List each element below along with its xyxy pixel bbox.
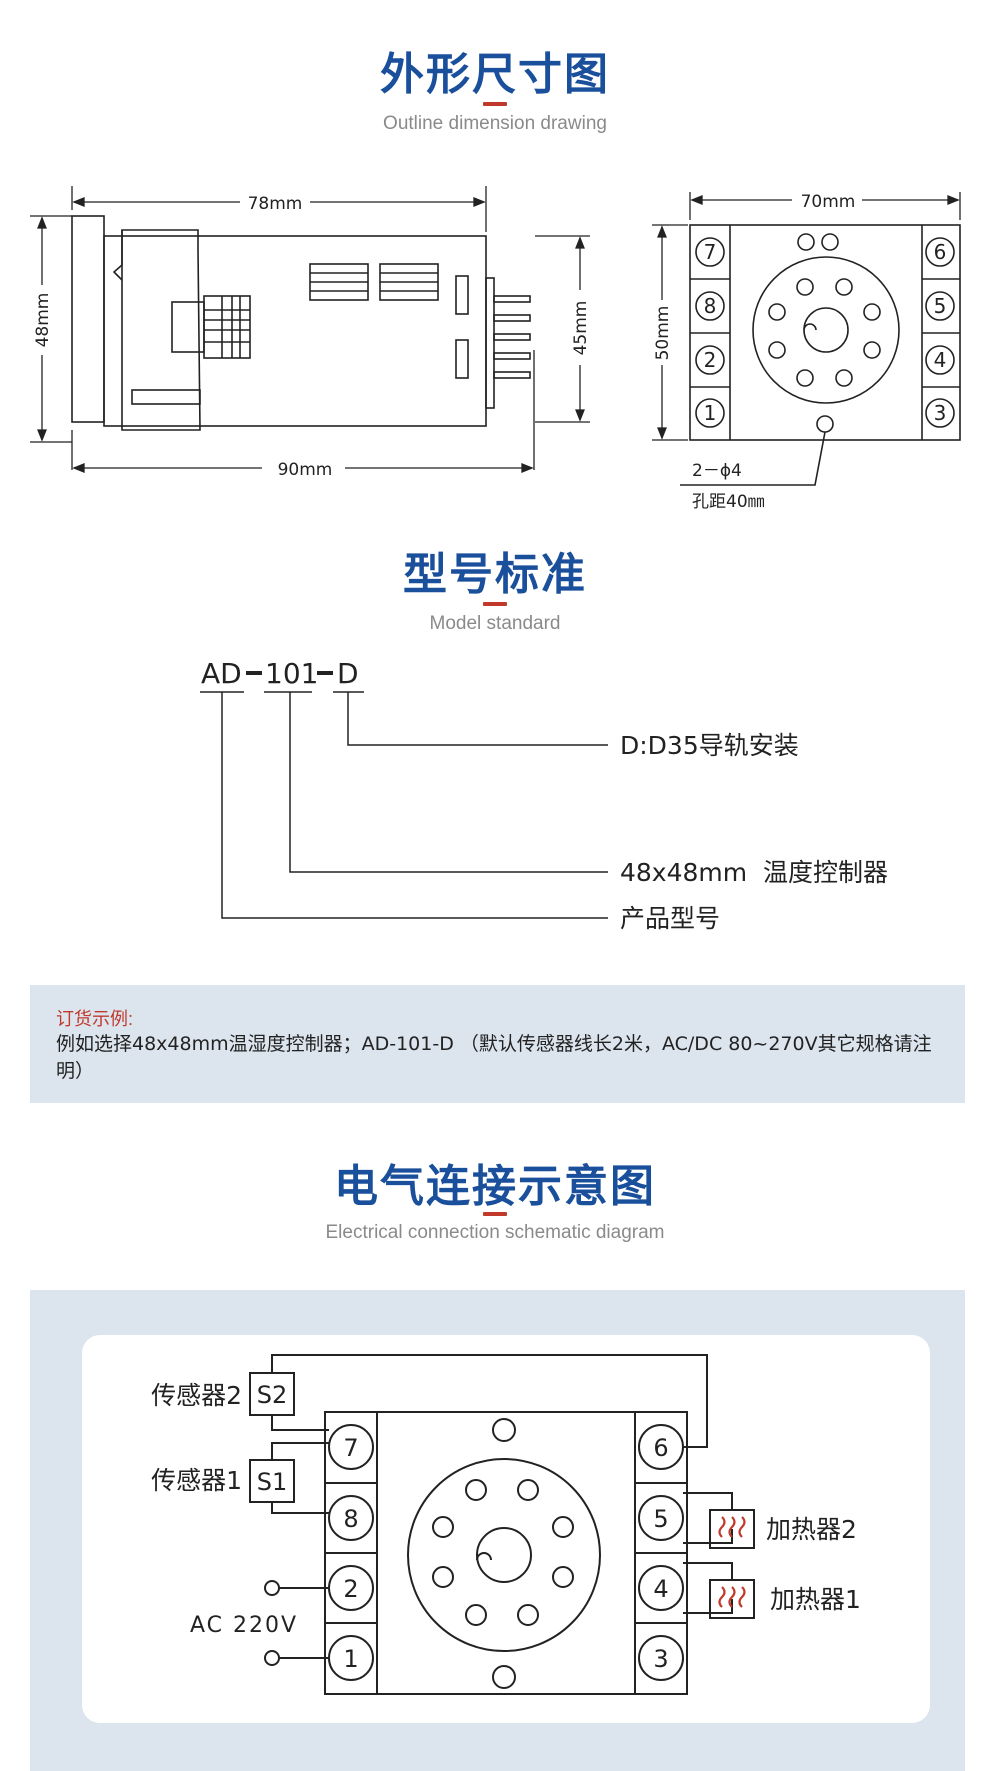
heater-2-icon bbox=[718, 1516, 746, 1538]
wiring-terminal-2: 2 bbox=[343, 1575, 358, 1603]
wiring-terminal-6: 6 bbox=[653, 1434, 668, 1462]
model-explain-product: 产品型号 bbox=[620, 904, 720, 933]
wiring-terminal-8: 8 bbox=[343, 1505, 358, 1533]
order-example-label: 订货示例: bbox=[56, 1009, 134, 1029]
back-terminal-3: 3 bbox=[934, 401, 947, 425]
wiring-terminal-3: 3 bbox=[653, 1645, 668, 1673]
back-terminal-2: 2 bbox=[704, 348, 717, 372]
model-code-diagram: AD 101 D D:D35导轨安装 48x48mm 温度控制器 产品型号 bbox=[200, 657, 888, 933]
outline-side-view: 78mm 90mm 48mm 45mm bbox=[30, 186, 591, 480]
sensor2-label: 传感器2 bbox=[151, 1381, 242, 1410]
dim-45mm: 45mm bbox=[571, 301, 591, 356]
back-terminal-5: 5 bbox=[934, 294, 947, 318]
order-example-text: 例如选择48x48mm温湿度控制器；AD-101-D （默认传感器线长2米，AC… bbox=[56, 1033, 932, 1082]
back-terminal-6: 6 bbox=[934, 240, 947, 264]
hole-spec: 2－ϕ4 bbox=[692, 461, 742, 481]
heater1-label: 加热器1 bbox=[770, 1585, 861, 1614]
model-title: 型号标准 bbox=[403, 549, 587, 600]
dim-50mm: 50mm bbox=[653, 306, 673, 361]
back-terminal-8: 8 bbox=[704, 294, 717, 318]
outline-back-view: 7 8 2 1 6 5 4 3 70mm 50mm 2－ϕ4 孔距40㎜ bbox=[652, 192, 961, 512]
dim-48mm: 48mm bbox=[33, 293, 53, 348]
model-part-ad: AD bbox=[201, 657, 242, 690]
wiring-terminal-4: 4 bbox=[653, 1575, 668, 1603]
dim-90mm: 90mm bbox=[278, 460, 333, 480]
wiring-title: 电气连接示意图 bbox=[334, 1161, 656, 1212]
dim-78mm: 78mm bbox=[248, 194, 303, 214]
wiring-terminal-5: 5 bbox=[653, 1505, 668, 1533]
wiring-subtitle: Electrical connection schematic diagram bbox=[325, 1222, 665, 1243]
order-example-box: 订货示例: 例如选择48x48mm温湿度控制器；AD-101-D （默认传感器线… bbox=[30, 985, 965, 1103]
wiring-diagram: 7 8 2 1 6 5 4 3 S2 S1 传感器2 传感器1 AC 220V … bbox=[151, 1354, 861, 1695]
outline-subtitle: Outline dimension drawing bbox=[383, 113, 607, 134]
heater2-label: 加热器2 bbox=[766, 1515, 857, 1544]
model-explain-size: 48x48mm 温度控制器 bbox=[620, 858, 888, 887]
dim-70mm: 70mm bbox=[801, 192, 856, 212]
model-explain-d: D:D35导轨安装 bbox=[620, 731, 799, 760]
back-terminal-4: 4 bbox=[934, 348, 947, 372]
wiring-terminal-1: 1 bbox=[343, 1645, 358, 1673]
model-subtitle: Model standard bbox=[429, 613, 561, 634]
s2-label: S2 bbox=[257, 1381, 288, 1409]
model-title-accent bbox=[483, 602, 507, 606]
model-part-101: 101 bbox=[265, 657, 318, 690]
heater-1-icon bbox=[718, 1586, 746, 1608]
outline-title-accent bbox=[483, 102, 507, 106]
sensor1-label: 传感器1 bbox=[151, 1466, 242, 1495]
model-part-d: D bbox=[337, 657, 359, 690]
outline-title: 外形尺寸图 bbox=[380, 49, 610, 100]
power-label: AC 220V bbox=[190, 1613, 298, 1638]
wiring-terminal-7: 7 bbox=[343, 1434, 358, 1462]
back-terminal-7: 7 bbox=[704, 240, 717, 264]
wiring-title-accent bbox=[483, 1212, 507, 1216]
s1-label: S1 bbox=[257, 1468, 288, 1496]
hole-pitch: 孔距40㎜ bbox=[692, 492, 765, 512]
back-terminal-1: 1 bbox=[704, 401, 717, 425]
